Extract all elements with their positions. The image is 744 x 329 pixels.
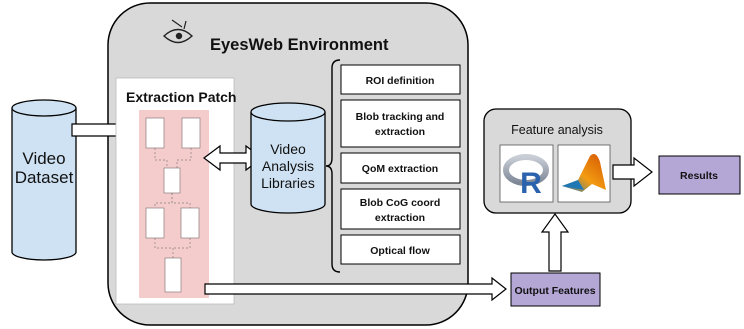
modules-list: ROI definition Blob tracking and extract… [340,64,461,265]
libraries-label-line1: Video [270,141,306,157]
module-label: Blob tracking and [356,111,445,123]
arrow-output-to-analysis [540,212,570,272]
output-features-label: Output Features [514,285,595,297]
video-dataset-cylinder [11,99,77,261]
output-features-box [510,272,601,307]
results-box [658,155,741,195]
libraries-label-line3: Libraries [261,175,315,191]
module-label: extraction [375,126,425,138]
module-label: extraction [375,212,425,224]
eye-icon [162,19,194,44]
dataset-label-line2: Dataset [15,168,74,187]
module-box-qom [340,152,461,184]
svg-text:R: R [520,167,542,200]
dataset-label-line1: Video [22,149,65,168]
arrow-analysis-to-results [612,156,653,188]
module-box-blob-tracking [340,99,461,148]
feature-analysis-title: Feature analysis [511,123,603,137]
modules-brace [325,59,341,273]
module-box-roi [340,64,461,95]
r-logo-icon: R [499,144,554,203]
module-label: Optical flow [370,245,430,257]
arrow-patch-to-output [204,276,507,302]
libraries-label-line2: Analysis [262,158,314,174]
patch-graph [139,110,209,298]
module-box-blob-cog [340,188,461,230]
results-label: Results [680,170,718,182]
module-box-optical-flow [340,234,461,265]
extraction-patch-title: Extraction Patch [126,89,236,105]
environment-title: EyesWeb Environment [210,36,389,54]
matlab-logo-icon [557,144,611,203]
module-label: QoM extraction [362,163,438,175]
module-label: Blob CoG coord [360,197,441,209]
module-label: ROI definition [366,75,435,87]
video-analysis-libraries-cylinder [250,102,326,214]
